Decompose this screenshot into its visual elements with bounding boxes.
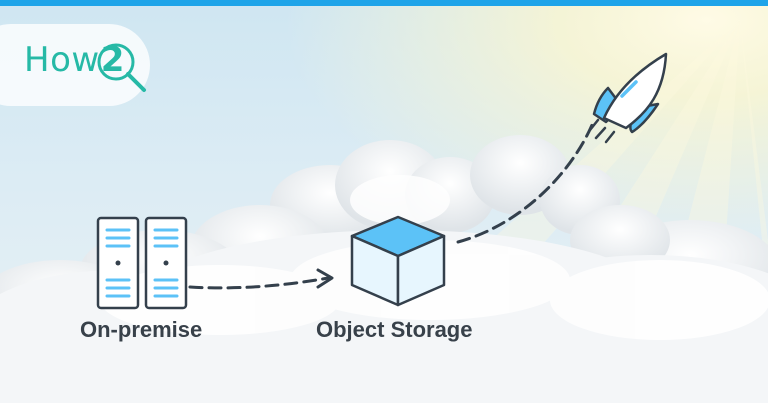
on-premise-label: On-premise [80,317,203,342]
rocket-icon [588,52,668,144]
how2-logo[interactable]: How 2 [24,40,146,92]
server-rack-icon [96,216,188,310]
logo-backdrop [0,24,150,106]
object-storage-label: Object Storage [316,317,473,342]
magnifier-icon [97,43,146,92]
dashed-arrow-storage-to-rocket [456,123,594,244]
storage-box-icon [350,215,446,307]
accent-bar [0,0,768,6]
logo-number: 2 [100,40,125,80]
logo-text: How [24,40,100,80]
dashed-arrow-onprem-to-storage [188,276,330,290]
arrowhead [316,268,334,289]
